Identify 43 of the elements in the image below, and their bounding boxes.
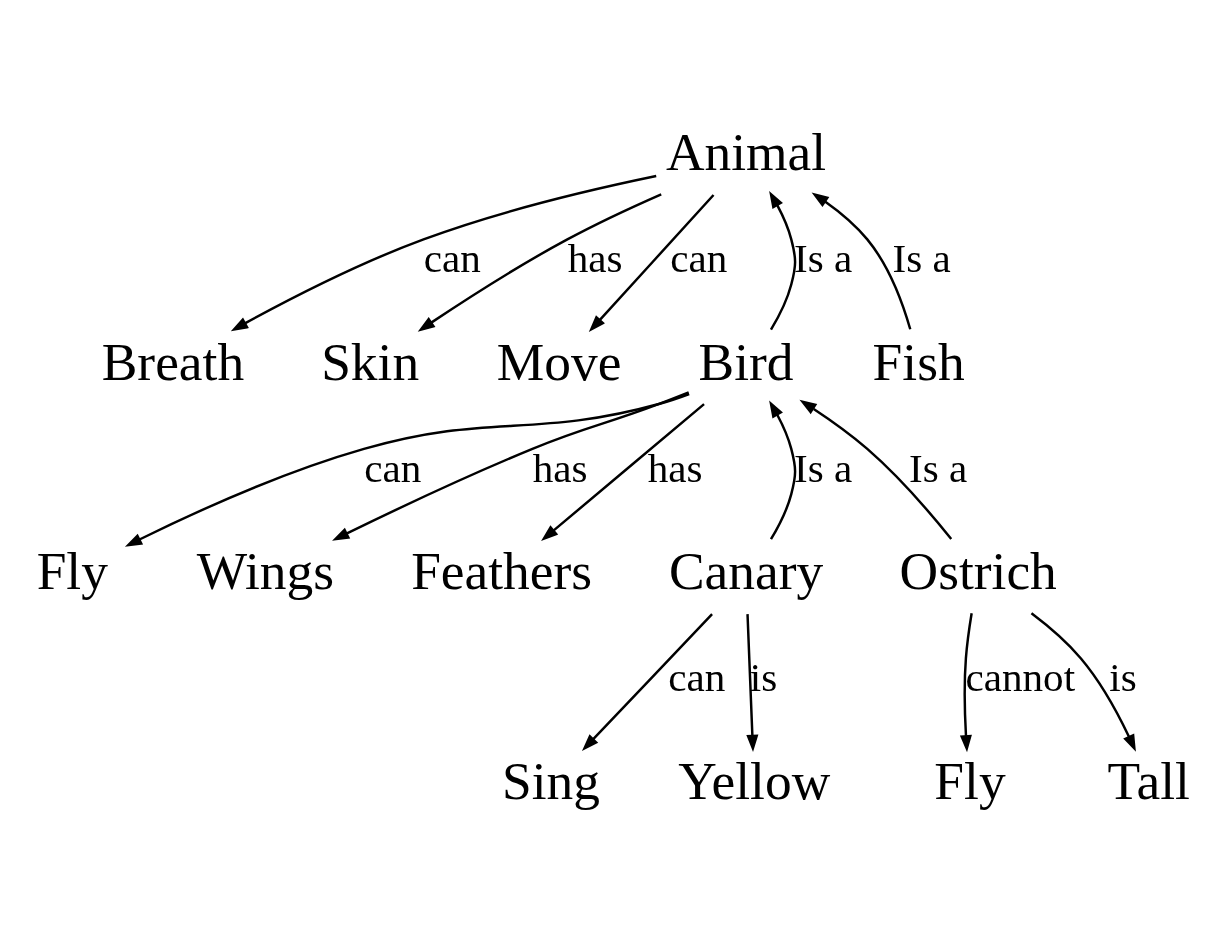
node-text: Wings [196, 541, 335, 602]
edge-label: can [670, 235, 728, 282]
arrow [746, 614, 759, 753]
edge-label: cannot [965, 654, 1076, 701]
edge-label: has [567, 235, 623, 282]
node-text: Sing [501, 750, 600, 811]
arrow [588, 194, 715, 333]
node-text: Breath [101, 331, 245, 392]
arrow [230, 174, 657, 332]
edge-label: Is a [892, 235, 951, 282]
arrow [581, 613, 713, 752]
edge-label: can [364, 444, 422, 491]
arrow [541, 403, 705, 542]
arrow [417, 193, 662, 332]
arrow [124, 392, 690, 547]
node-text: Canary [668, 541, 824, 602]
node-text: Feathers [411, 541, 593, 602]
node-text: Skin [321, 331, 420, 392]
edge-label: Is a [909, 444, 968, 491]
node-text: Tall [1107, 750, 1190, 811]
node-text: Move [496, 331, 622, 392]
edge-label: has [532, 444, 588, 491]
arrow [769, 191, 797, 331]
arrow [959, 613, 973, 753]
arrow [799, 399, 953, 540]
arrow [332, 391, 690, 541]
edge-label: has [647, 444, 703, 491]
node-text: Fish [872, 331, 965, 392]
arrow [811, 192, 912, 330]
node-text: Fly [36, 541, 108, 602]
node-text: Ostrich [899, 541, 1057, 602]
edge-label: can [423, 235, 481, 282]
node-text: Fly [934, 750, 1006, 811]
node-text: Yellow [678, 750, 831, 811]
arrow [1030, 612, 1136, 752]
node-text: Bird [698, 331, 794, 392]
edge-label: Is a [794, 235, 853, 282]
node-text: Animal [665, 122, 827, 183]
edge-label: can [668, 654, 726, 701]
arrow [769, 400, 797, 540]
edge-label: is [1109, 654, 1137, 701]
edge-label: Is a [794, 444, 853, 491]
edge-label: is [749, 654, 778, 701]
